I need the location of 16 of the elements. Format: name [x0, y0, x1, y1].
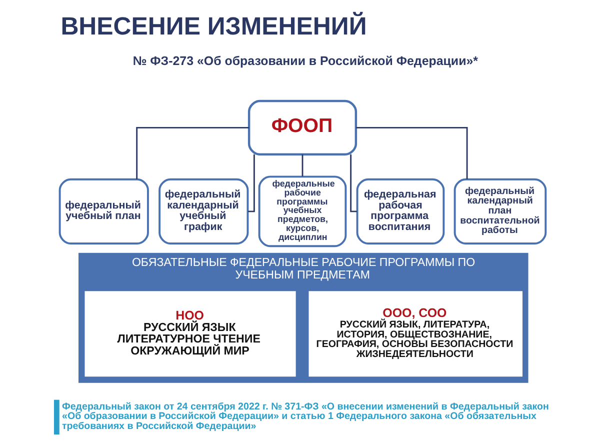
diagram-title: ВНЕСЕНИЕ ИЗМЕНЕНИЙ — [60, 12, 366, 41]
node-box: федеральный учебный план — [58, 178, 148, 244]
node-box: федеральные рабочие программы учебных предметов, курсов, дисциплин — [258, 176, 346, 248]
node-box: ФООП — [247, 100, 357, 156]
node-box: ООО, СОО РУССКИЙ ЯЗЫК, ЛИТЕРАТУРА, ИСТОРИЯ, ОБЩЕСТВОЗНАНИЕ, ГЕОГРАФИЯ, ОСНОВЫ БЕЗОПАСНОСТИ ЖИЗНЕДЕЯТЕЛЬНОСТИ — [307, 290, 523, 378]
node-box: федеральная рабочая программа воспитания — [356, 178, 444, 244]
label: Федеральный закон от 24 сентября 2022 г. № 371-ФЗ «О внесении изменений в Федеральный закон «Об образовании в Российской Федерации» и статью 1 Федерального закона «Об обязательных требованиях в Российской Федерации» — [62, 401, 548, 432]
label: № ФЗ-273 «Об образовании в Российской Федерации»* — [132, 54, 478, 68]
node-box: федеральный календарный учебный график — [158, 178, 248, 244]
connector — [301, 154, 303, 176]
connector — [136, 126, 248, 180]
connector — [247, 154, 254, 212]
connector — [350, 154, 356, 212]
connector — [356, 126, 468, 180]
node-box: НОО РУССКИЙ ЯЗЫК ЛИТЕРАТУРНОЕ ЧТЕНИЕ ОКРУЖАЮЩИЙ МИР — [83, 290, 296, 378]
node-box: федеральный календарный план воспитательной работы — [453, 178, 546, 244]
